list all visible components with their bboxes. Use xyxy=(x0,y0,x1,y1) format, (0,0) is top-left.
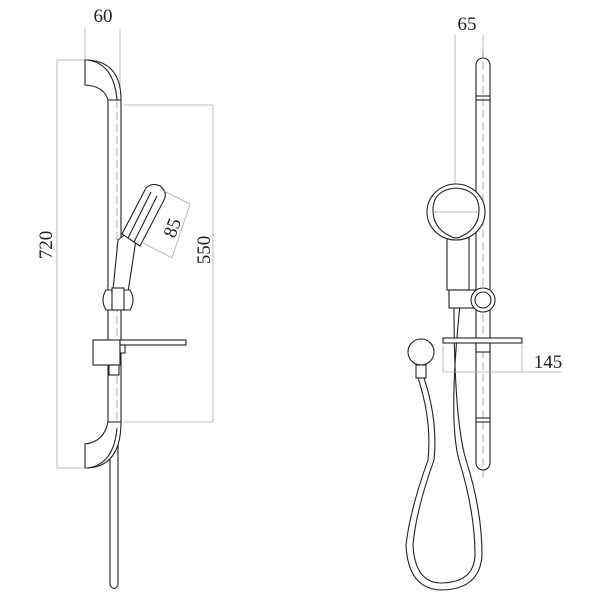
dimension-label-85: 85 xyxy=(160,216,186,241)
hose xyxy=(405,304,483,591)
slider-holder xyxy=(102,287,134,311)
dimension-label-550: 550 xyxy=(194,236,215,265)
dimension-720: 720 xyxy=(36,59,85,469)
soap-shelf xyxy=(92,339,187,376)
side-view: 60 720 550 xyxy=(36,6,215,590)
wall-outlet xyxy=(407,338,435,379)
dimension-label-720: 720 xyxy=(36,231,57,260)
slide-rail xyxy=(475,57,491,471)
dimension-550: 550 xyxy=(124,104,215,423)
dimension-label-145: 145 xyxy=(534,352,563,373)
hose xyxy=(109,375,119,590)
dimension-label-65: 65 xyxy=(458,14,477,35)
soap-shelf xyxy=(442,337,523,353)
dimension-145: 145 xyxy=(442,345,563,373)
top-wall-bracket xyxy=(84,59,122,101)
hand-shower xyxy=(426,183,486,291)
slider-holder xyxy=(448,287,496,313)
front-view: 65 145 xyxy=(405,14,563,591)
dimension-label-60: 60 xyxy=(94,6,113,27)
bottom-wall-bracket xyxy=(84,421,122,469)
